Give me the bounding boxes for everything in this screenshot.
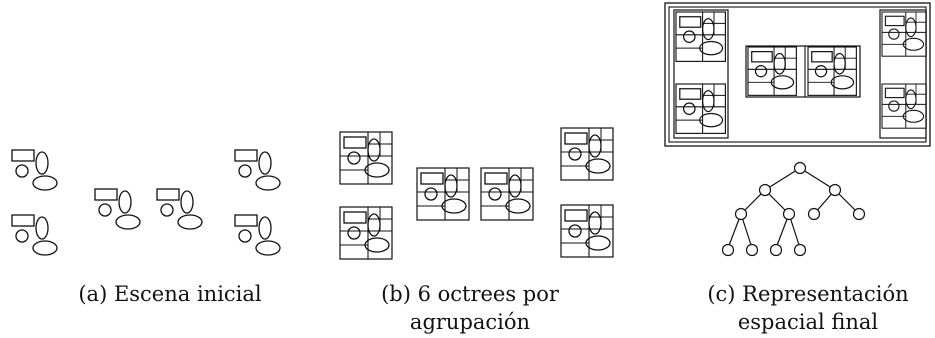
tree-node (793, 161, 807, 175)
tree-node (782, 207, 796, 221)
object-group (11, 214, 58, 256)
octree (676, 84, 725, 133)
left-column-box (673, 9, 729, 139)
octree (340, 207, 392, 259)
caption-c-line2: espacial final (737, 310, 879, 334)
tree-node (852, 207, 866, 221)
octree (340, 132, 392, 184)
octree (748, 47, 796, 95)
object-group (94, 188, 141, 230)
caption-b: (b) 6 octrees por agrupación (355, 280, 585, 336)
panel-a-scene (11, 149, 281, 256)
octree (808, 47, 856, 95)
octree (481, 168, 533, 220)
caption-b-line1: (b) 6 octrees por (381, 282, 559, 306)
panel-b-octrees (340, 128, 613, 259)
octree (561, 128, 613, 180)
caption-c: (c) Representación espacial final (688, 280, 928, 336)
object-group (234, 214, 281, 256)
tree-node (807, 207, 821, 221)
caption-c-line1: (c) Representación (707, 282, 909, 306)
object-group (11, 149, 58, 191)
outer-box (664, 2, 931, 147)
tree-node (745, 243, 759, 257)
tree-node (828, 183, 842, 197)
octree (561, 205, 613, 257)
tree-node (769, 243, 783, 257)
octree (882, 12, 926, 56)
caption-a: (a) Escena inicial (60, 280, 280, 308)
object-group (156, 188, 203, 230)
caption-a-text: (a) Escena inicial (78, 282, 262, 306)
octree (882, 84, 926, 128)
octree (676, 12, 725, 61)
right-column-box (879, 9, 927, 139)
panel-c-final (664, 2, 931, 257)
octree (417, 168, 469, 220)
tree-diagram (721, 161, 866, 257)
tree-node (758, 183, 772, 197)
tree-node (734, 207, 748, 221)
tree-node (721, 243, 735, 257)
caption-b-line2: agrupación (409, 310, 531, 334)
object-group (234, 149, 281, 191)
tree-node (793, 243, 807, 257)
center-box (745, 45, 861, 98)
